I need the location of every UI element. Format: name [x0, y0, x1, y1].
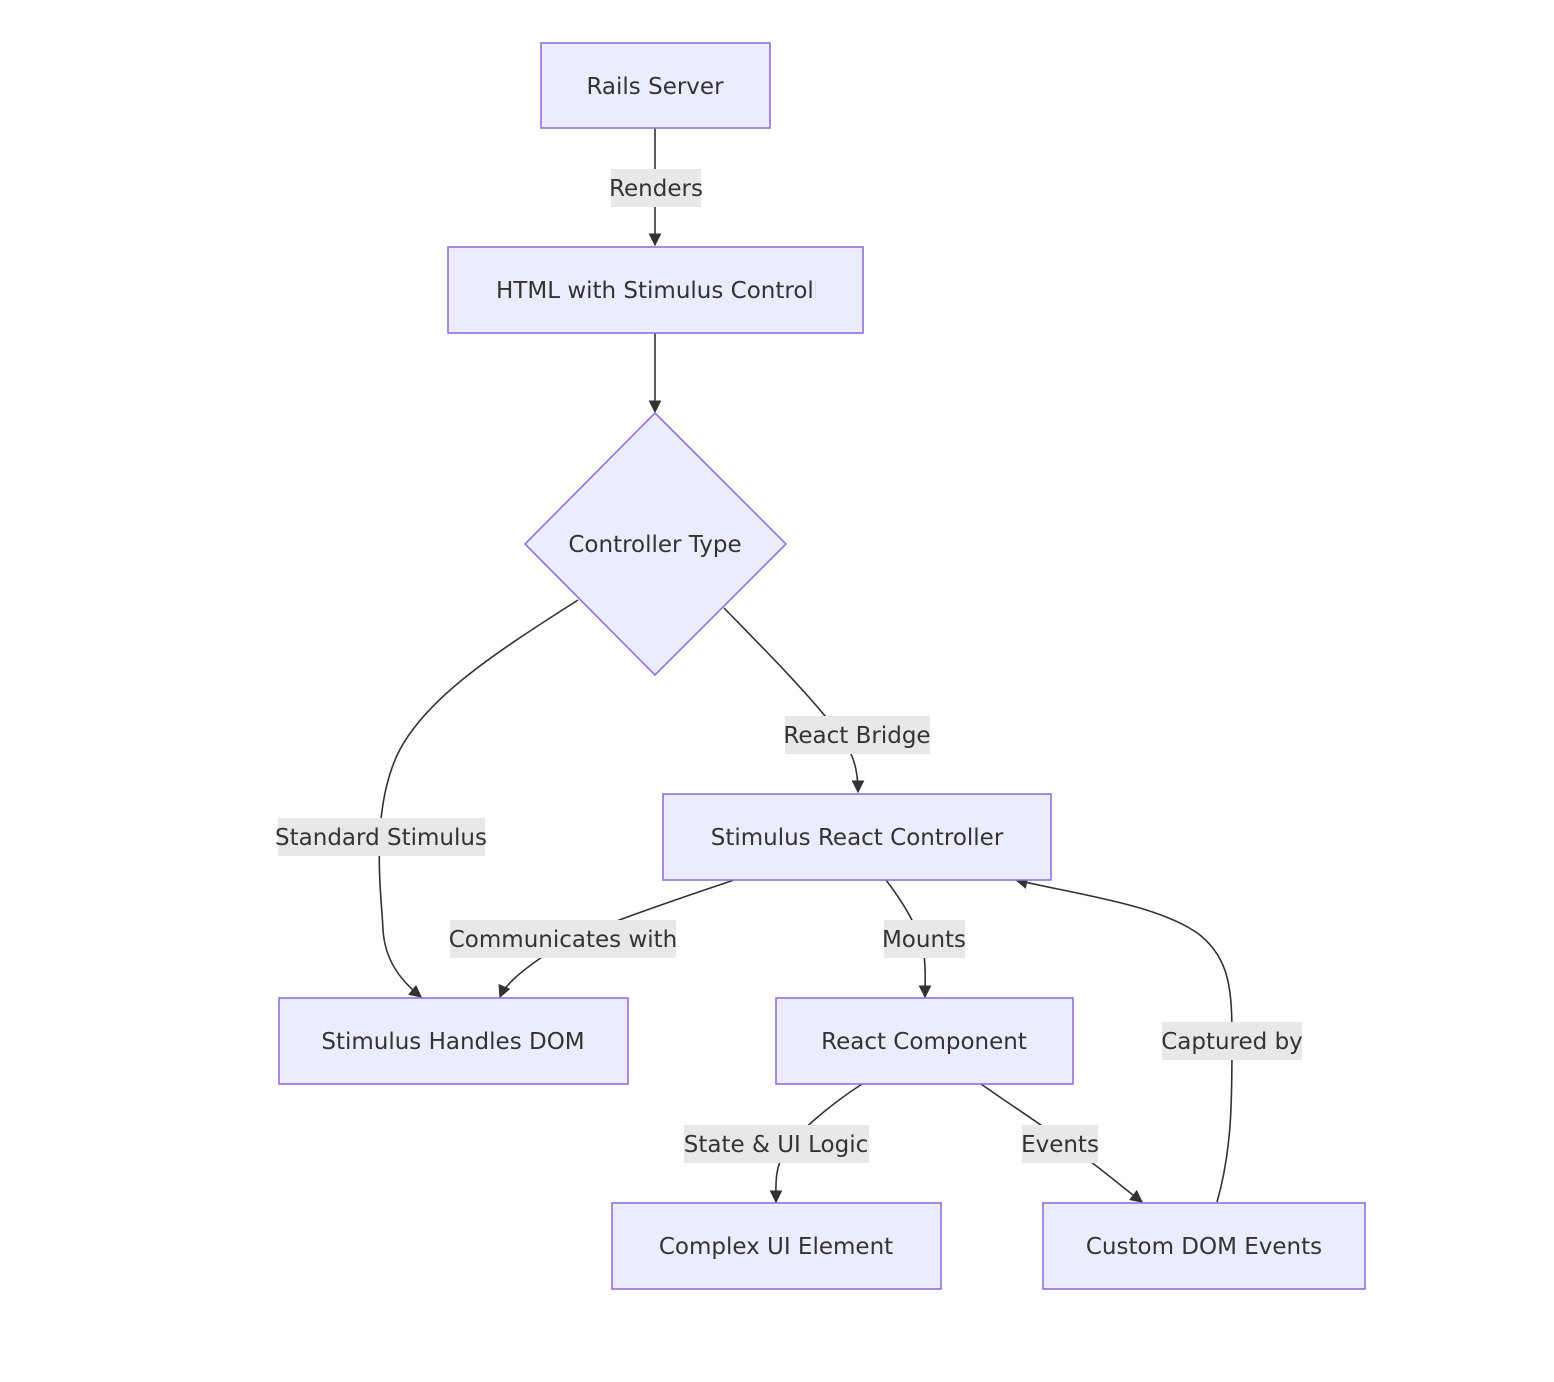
svg-text:Renders: Renders	[609, 176, 703, 202]
node-stimulus-react-controller: Stimulus React Controller	[662, 793, 1052, 881]
svg-text:React Component: React Component	[821, 1029, 1027, 1055]
svg-text:Stimulus Handles DOM: Stimulus Handles DOM	[321, 1029, 584, 1055]
node-html-stimulus-controller: HTML with Stimulus Controll	[447, 246, 864, 334]
node-custom-dom-events: Custom DOM Events	[1042, 1202, 1366, 1290]
edge-label-events: Events	[1021, 1125, 1099, 1163]
svg-text:Standard Stimulus: Standard Stimulus	[275, 825, 487, 851]
edge-label-standard-stimulus: Standard Stimulus	[275, 818, 487, 856]
node-rails-server: Rails Server	[540, 42, 771, 129]
svg-text:Complex UI Element: Complex UI Element	[659, 1234, 893, 1260]
node-complex-ui-element: Complex UI Element	[611, 1202, 942, 1290]
edge-label-captured-by: Captured by	[1161, 1022, 1303, 1060]
node-controller-type: Controller Type	[523, 411, 788, 677]
svg-text:Custom DOM Events: Custom DOM Events	[1086, 1234, 1322, 1260]
edge-standard-stimulus	[378, 599, 579, 998]
node-react-component: React Component	[775, 997, 1074, 1085]
edge-captured-by	[1014, 876, 1233, 1203]
svg-text:Rails Server: Rails Server	[586, 74, 724, 100]
svg-text:HTML with Stimulus Controll: HTML with Stimulus Controll	[496, 278, 820, 304]
svg-text:State & UI Logic: State & UI Logic	[684, 1132, 868, 1158]
node-stimulus-handles-dom: Stimulus Handles DOM	[278, 997, 629, 1085]
edge-label-state-ui-logic: State & UI Logic	[684, 1125, 869, 1163]
svg-text:Captured by: Captured by	[1161, 1029, 1303, 1055]
svg-text:Mounts: Mounts	[882, 927, 966, 953]
svg-text:Communicates with: Communicates with	[449, 927, 677, 953]
svg-text:Controller Type: Controller Type	[568, 532, 741, 558]
svg-text:React Bridge: React Bridge	[783, 723, 930, 749]
svg-text:Events: Events	[1021, 1132, 1099, 1158]
edge-label-renders: Renders	[609, 169, 703, 207]
edge-label-mounts: Mounts	[882, 920, 966, 958]
edge-react-bridge	[723, 607, 865, 794]
svg-text:Stimulus React Controller: Stimulus React Controller	[711, 825, 1004, 851]
edge-label-react-bridge: React Bridge	[783, 716, 931, 754]
edge-label-communicates-with: Communicates with	[449, 920, 677, 958]
